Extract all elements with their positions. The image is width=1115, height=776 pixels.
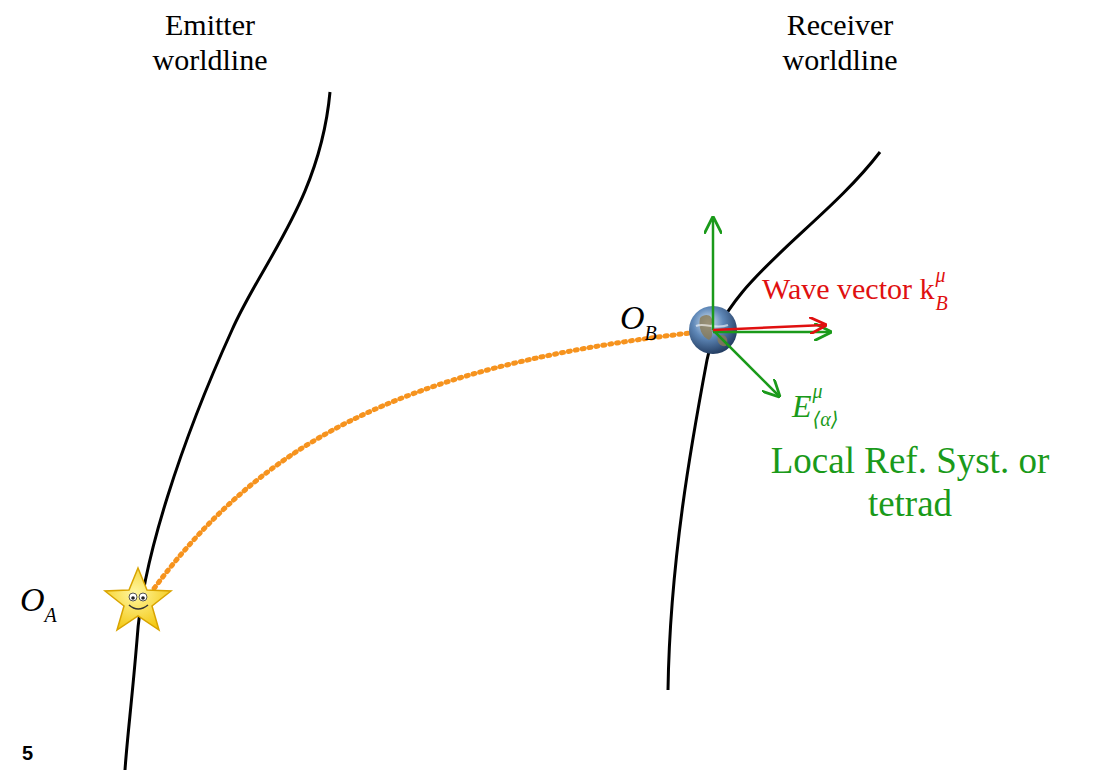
page-number: 5 — [22, 742, 33, 765]
star-icon — [105, 568, 171, 630]
tetrad-symbol: E — [792, 388, 812, 425]
superscript-index: μ — [936, 264, 946, 287]
tetrad-arrows — [713, 218, 830, 396]
worldline-title: Receiver worldline — [765, 8, 915, 77]
superscript-index: μ — [813, 380, 823, 403]
observer-subscript: A — [45, 604, 57, 627]
worldline-title: Emitter worldline — [135, 8, 285, 77]
emitter-worldline — [125, 92, 330, 770]
receiver-worldline — [668, 152, 880, 690]
tetrad-caption: Local Ref. Syst. or tetrad — [745, 440, 1075, 525]
light-ray — [150, 333, 690, 594]
observer-symbol: O — [20, 580, 45, 619]
wave-vector-label: Wave vector k — [762, 272, 935, 307]
observer-subscript: B — [645, 322, 657, 345]
observer-symbol: O — [620, 298, 645, 337]
subscript-index: B — [936, 292, 948, 315]
subscript-index: ⟨α⟩ — [813, 408, 839, 431]
wave-vector-arrow — [713, 325, 825, 330]
